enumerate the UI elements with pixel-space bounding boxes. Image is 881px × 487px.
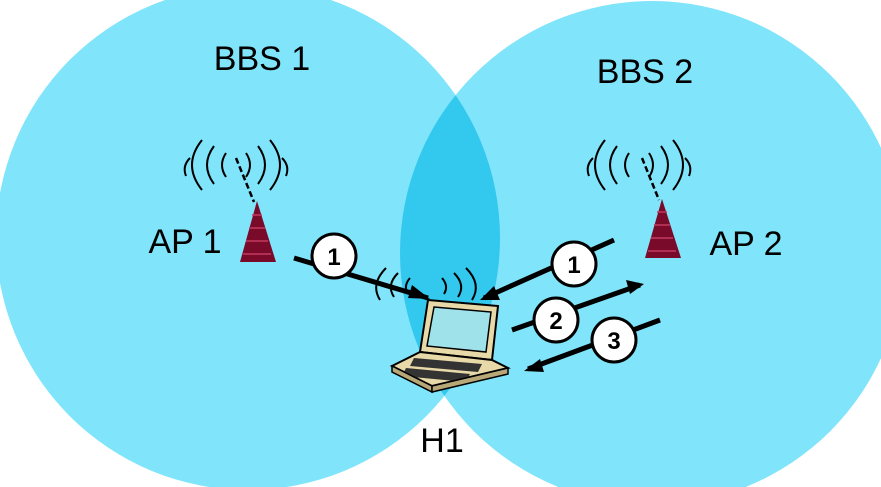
ap-2-label: AP 2	[709, 225, 782, 263]
msg-3-arrow-head	[524, 359, 544, 372]
ap-2-antenna-icon	[586, 139, 692, 258]
host-h1-label: H1	[420, 422, 463, 460]
ap-1-label: AP 1	[148, 223, 221, 261]
bss-1-label: BBS 1	[214, 40, 310, 78]
message-number: 2	[549, 308, 562, 335]
msg-1-arrow-to-ap1-head	[408, 285, 430, 299]
message-number: 3	[607, 328, 620, 355]
bss-2-label: BBS 2	[597, 53, 693, 91]
message-badge-1-ap1: 1	[310, 232, 358, 280]
message-number: 1	[567, 252, 580, 279]
message-badge-2: 2	[532, 296, 580, 344]
laptop-h1-icon	[375, 267, 511, 394]
ap-1-antenna-icon	[183, 139, 289, 262]
msg-1-arrow-to-ap2-head	[480, 286, 500, 300]
message-badge-1-ap2: 1	[550, 240, 598, 288]
message-number: 1	[327, 244, 340, 271]
message-badge-3: 3	[590, 316, 638, 364]
msg-2-arrow-head	[626, 280, 644, 294]
bss-2-cell	[400, 1, 881, 487]
